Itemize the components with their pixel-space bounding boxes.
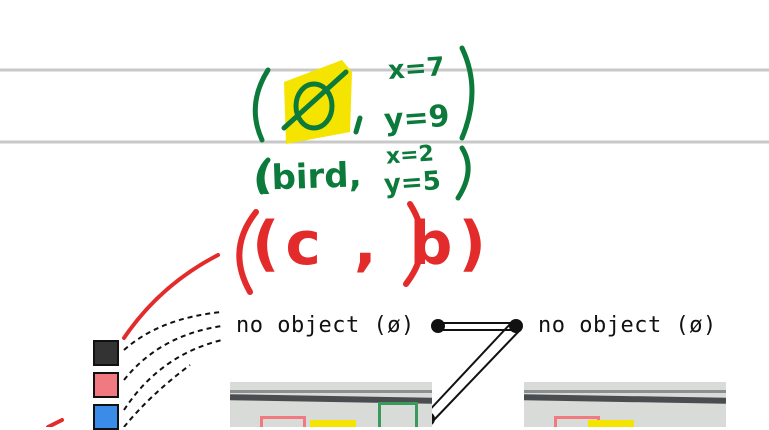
red-connector-curve (124, 255, 218, 338)
eq2-object-label: (bird, (255, 158, 362, 196)
eq1-y-value: y=9 (383, 102, 451, 137)
swatch-blue (93, 404, 119, 430)
dashed-link-2 (124, 326, 222, 380)
green-paren-open-1 (255, 70, 268, 140)
match-edge-diagonal (424, 322, 520, 422)
match-node-left (431, 319, 445, 333)
eq1-x-value: x=7 (387, 54, 445, 84)
swatch-pink (93, 372, 119, 398)
box-pink (260, 416, 306, 427)
no-object-label-right: no object (ø) (538, 313, 717, 338)
photo-thumbnail-left (230, 382, 432, 427)
red-pair-label: (c , b) (252, 214, 492, 274)
eq2-x-value: x=2 (385, 143, 434, 168)
eq2-y-value: y=5 (383, 168, 442, 198)
dashed-link-3 (124, 340, 222, 410)
green-comma-1 (356, 118, 360, 132)
box-yellow (310, 420, 356, 427)
box-green (378, 402, 418, 427)
box-yellow-right (588, 420, 634, 427)
swatch-dark (93, 340, 119, 366)
no-object-label-left: no object (ø) (236, 313, 415, 338)
green-paren-close-1 (462, 48, 472, 138)
match-node-right (509, 319, 523, 333)
photo-thumbnail-right (524, 382, 726, 427)
red-arrow-stub (48, 420, 62, 427)
dashed-link-4 (124, 365, 190, 427)
green-paren-close-2 (458, 148, 468, 198)
